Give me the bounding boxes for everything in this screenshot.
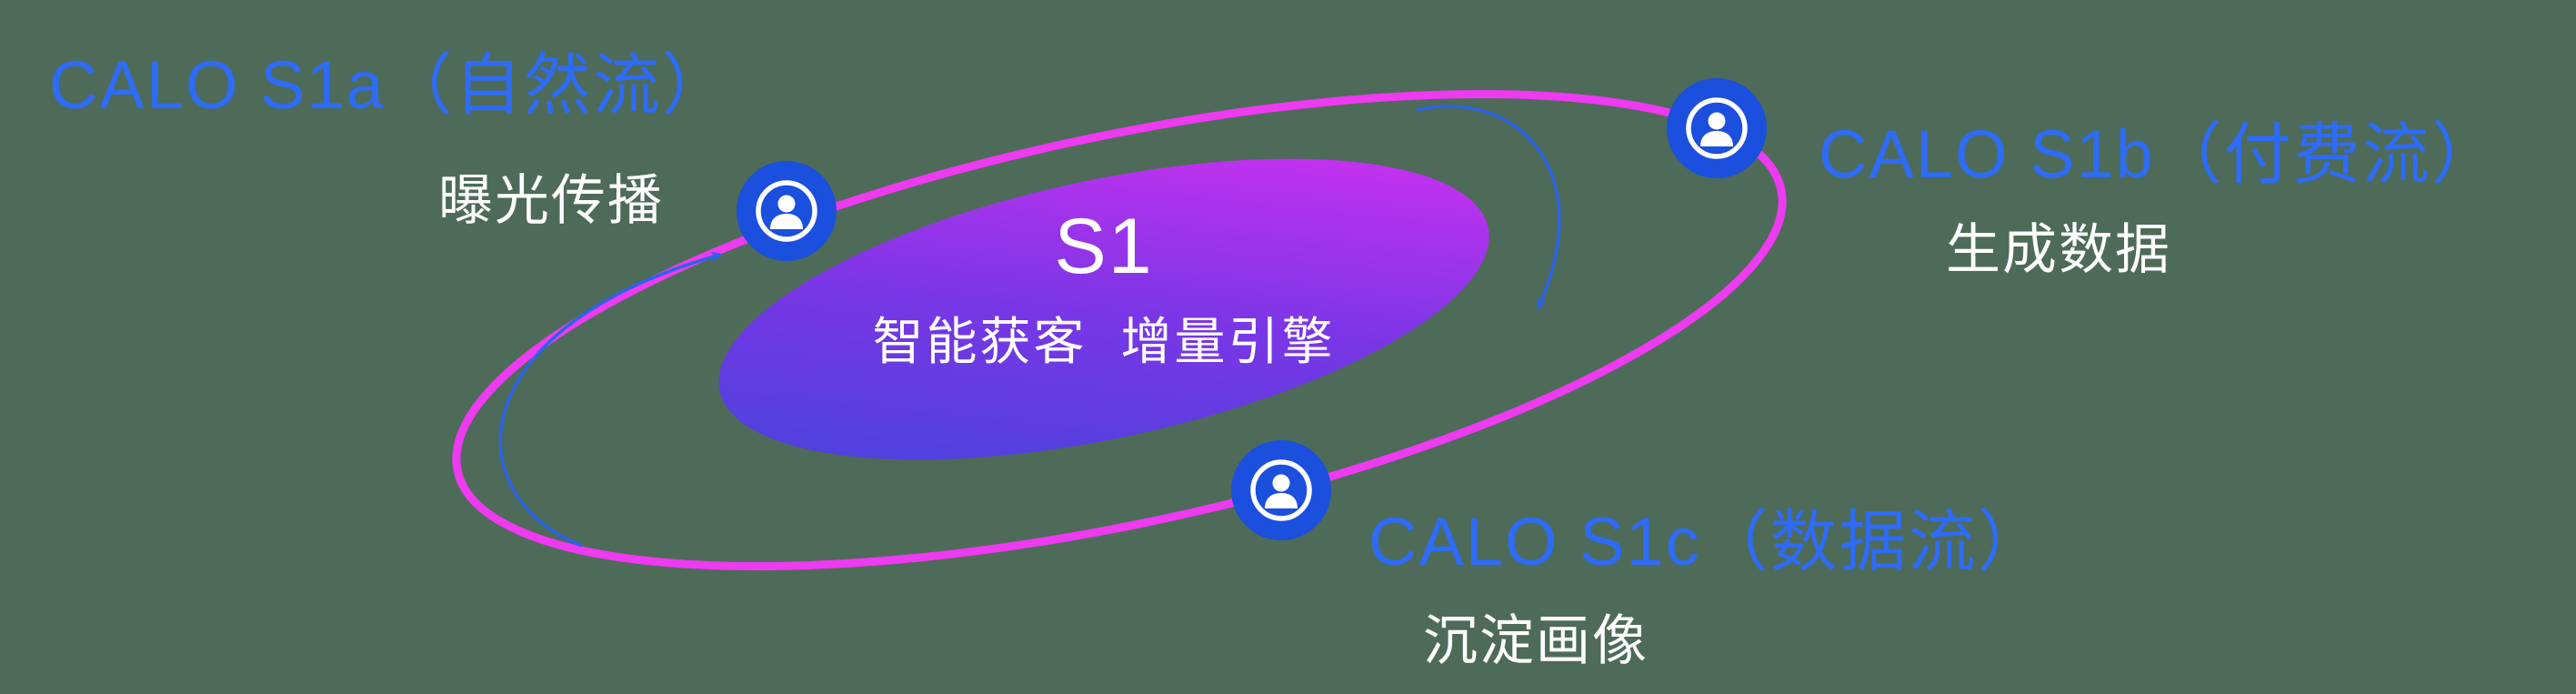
orbit-ring [452,90,1787,570]
person-icon [1667,78,1767,178]
node-s1c [1231,440,1331,540]
core-ellipse [718,158,1489,460]
label-s1a-title: CALO S1a（自然流） [49,47,731,123]
core-title: S1 [1054,203,1154,290]
core-subtitle: 智能获客 增量引擎 [872,312,1336,370]
label-s1c-subtitle: 沉淀画像 [1423,610,1649,671]
flow-arrow-left [498,255,720,548]
core-label-group: S1 智能获客 增量引擎 [872,204,1335,375]
node-s1b [1667,78,1767,178]
person-icon [737,161,837,261]
label-s1b-subtitle: 生成数据 [1946,219,2171,280]
label-s1a-subtitle: 曝光传播 [438,170,664,231]
node-s1a [737,161,837,261]
flow-arrow-top-right [1416,105,1561,307]
label-s1b-title: CALO S1b（付费流） [1819,116,2501,192]
label-s1c-title: CALO S1c（数据流） [1368,504,2047,579]
person-icon [1231,440,1331,540]
